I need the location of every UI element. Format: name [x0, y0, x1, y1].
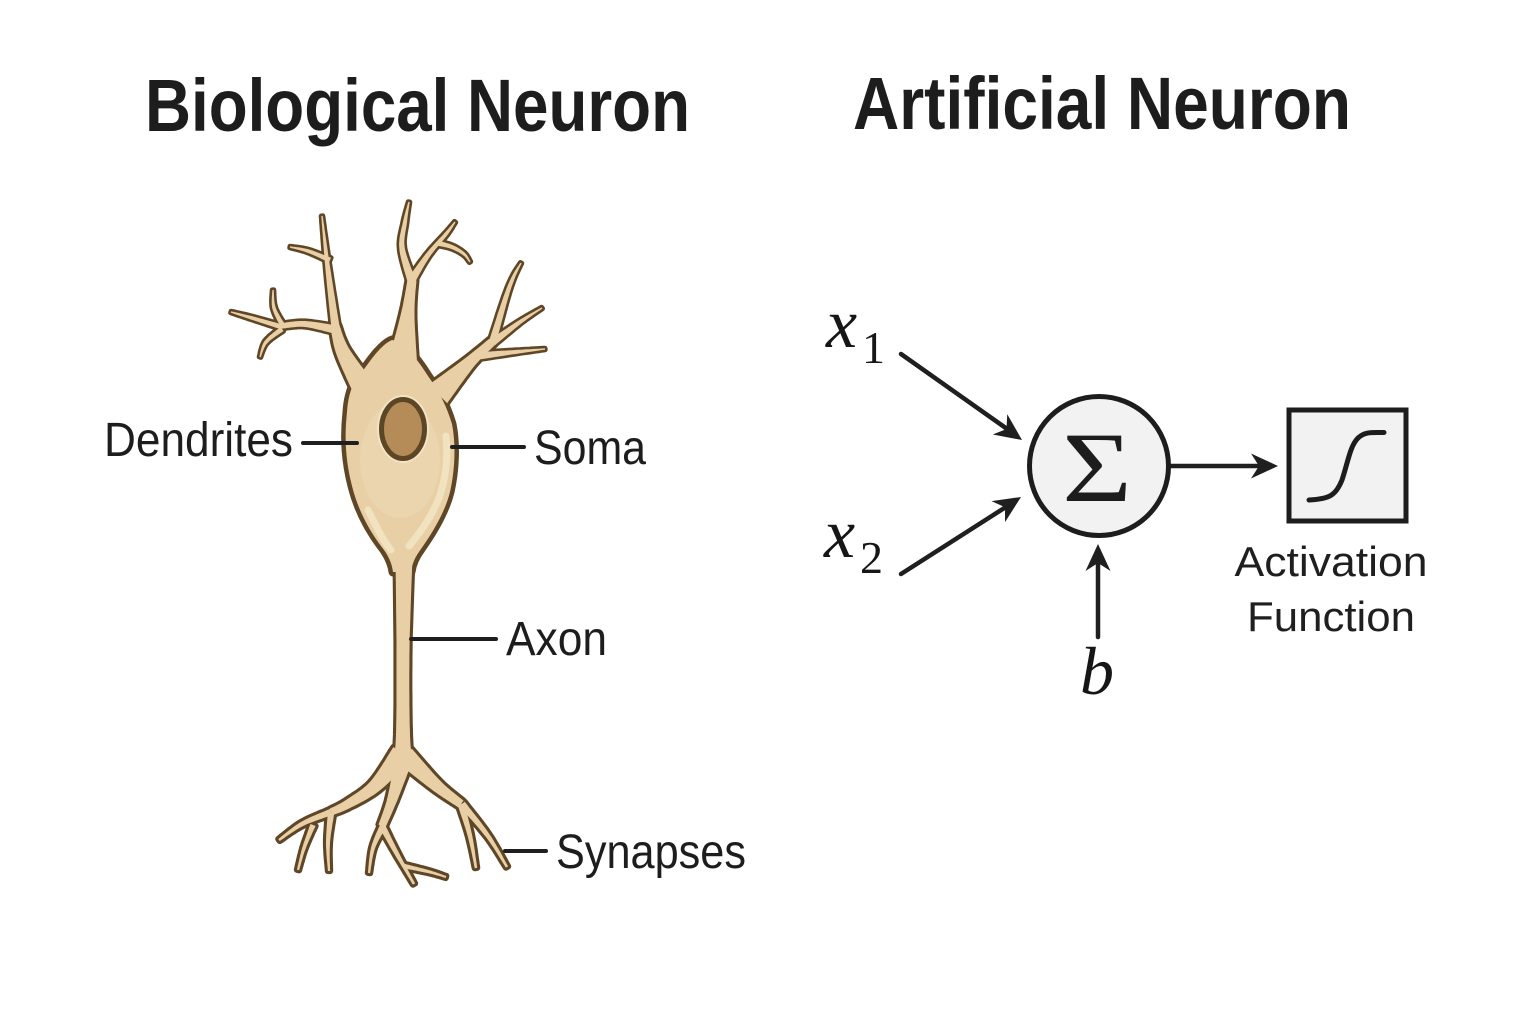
svg-text:Biological Neuron: Biological Neuron — [145, 64, 690, 147]
svg-text:Soma: Soma — [534, 422, 646, 475]
svg-text:Dendrites: Dendrites — [104, 414, 293, 467]
svg-text:Activation: Activation — [1235, 538, 1428, 585]
svg-text:Synapses: Synapses — [556, 826, 746, 879]
svg-text:x: x — [825, 286, 857, 363]
svg-text:b: b — [1080, 633, 1114, 709]
svg-text:2: 2 — [860, 532, 883, 583]
svg-text:Artificial Neuron: Artificial Neuron — [853, 62, 1351, 145]
svg-text:Axon: Axon — [506, 613, 607, 666]
svg-text:x: x — [823, 496, 855, 573]
svg-text:Σ: Σ — [1062, 412, 1132, 522]
svg-text:1: 1 — [862, 322, 885, 373]
svg-text:Function: Function — [1247, 593, 1415, 640]
